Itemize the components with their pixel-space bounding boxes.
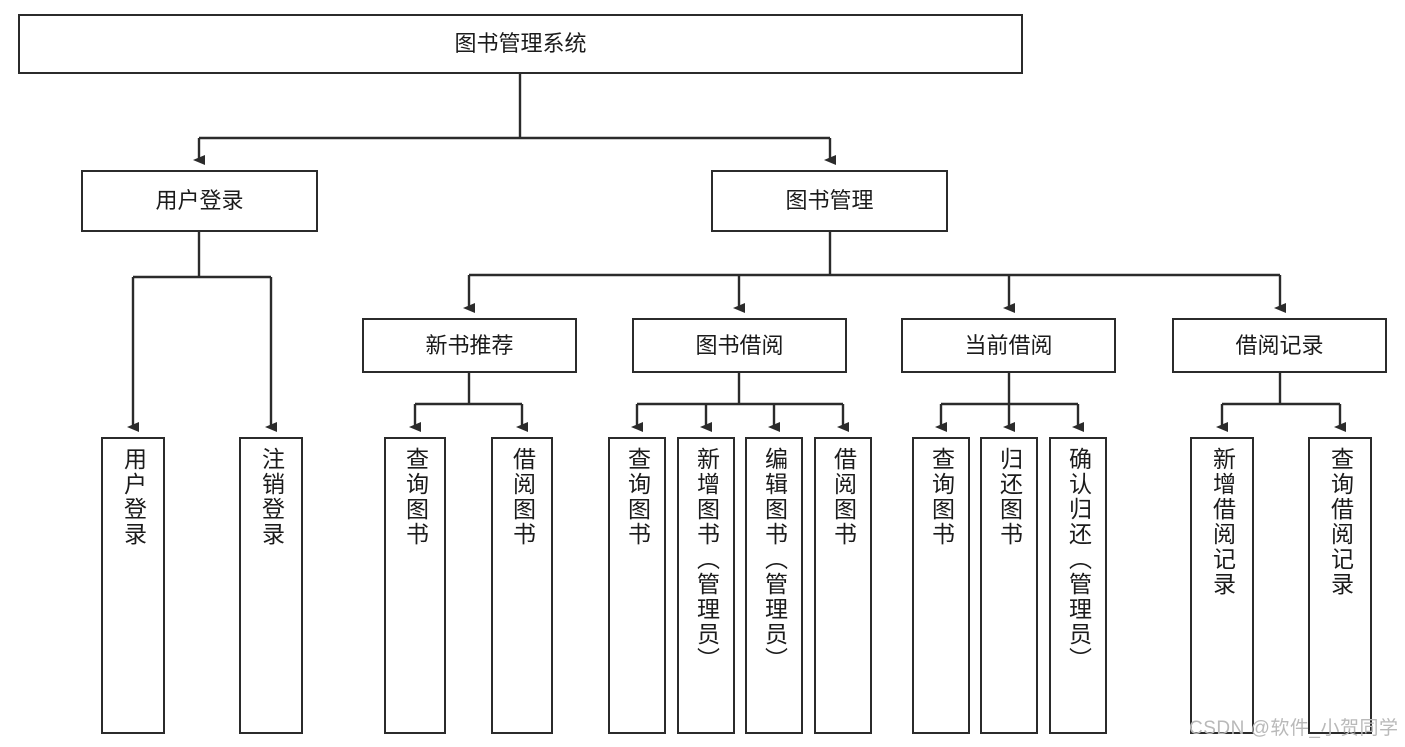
- node-label: 查询借阅记录: [1327, 447, 1354, 597]
- leaf-confirm-return-admin[interactable]: 确认归还（管理员）: [1049, 437, 1107, 734]
- node-label: 图书管理系统: [454, 31, 587, 57]
- leaf-borrow-book-1[interactable]: 借阅图书: [491, 437, 553, 734]
- leaf-add-book-admin[interactable]: 新增图书（管理员）: [677, 437, 735, 734]
- node-book-borrowing[interactable]: 图书借阅: [632, 318, 847, 373]
- node-label: 查询图书: [624, 447, 651, 547]
- node-label: 新增借阅记录: [1209, 447, 1236, 597]
- node-label: 图书管理: [785, 188, 874, 214]
- leaf-query-borrow-record[interactable]: 查询借阅记录: [1308, 437, 1372, 734]
- node-book-management[interactable]: 图书管理: [711, 170, 948, 232]
- node-root-book-management-system[interactable]: 图书管理系统: [18, 14, 1023, 74]
- node-label: 借阅记录: [1235, 332, 1324, 358]
- node-label: 用户登录: [155, 188, 244, 214]
- leaf-logout[interactable]: 注销登录: [239, 437, 303, 734]
- node-label: 确认归还（管理员）: [1065, 447, 1092, 672]
- node-label: 归还图书: [996, 447, 1023, 547]
- node-label: 编辑图书（管理员）: [761, 447, 788, 672]
- leaf-borrow-book-2[interactable]: 借阅图书: [814, 437, 872, 734]
- node-label: 查询图书: [928, 447, 955, 547]
- leaf-user-login[interactable]: 用户登录: [101, 437, 165, 734]
- node-new-book-recommendation[interactable]: 新书推荐: [362, 318, 577, 373]
- node-label: 新书推荐: [425, 332, 514, 358]
- node-label: 新增图书（管理员）: [693, 447, 720, 672]
- leaf-return-book[interactable]: 归还图书: [980, 437, 1038, 734]
- node-label: 查询图书: [402, 447, 429, 547]
- node-label: 图书借阅: [695, 332, 784, 358]
- node-borrowing-record[interactable]: 借阅记录: [1172, 318, 1387, 373]
- node-label: 注销登录: [258, 447, 285, 547]
- node-label: 借阅图书: [830, 447, 857, 547]
- node-label: 借阅图书: [509, 447, 536, 547]
- node-user-login[interactable]: 用户登录: [81, 170, 318, 232]
- node-label: 用户登录: [120, 447, 147, 547]
- leaf-query-book-2[interactable]: 查询图书: [608, 437, 666, 734]
- leaf-query-book-1[interactable]: 查询图书: [384, 437, 446, 734]
- leaf-edit-book-admin[interactable]: 编辑图书（管理员）: [745, 437, 803, 734]
- leaf-query-book-3[interactable]: 查询图书: [912, 437, 970, 734]
- leaf-add-borrow-record[interactable]: 新增借阅记录: [1190, 437, 1254, 734]
- node-label: 当前借阅: [964, 332, 1053, 358]
- watermark-text: CSDN @软件_小贺同学: [1189, 718, 1399, 739]
- node-current-borrowing[interactable]: 当前借阅: [901, 318, 1116, 373]
